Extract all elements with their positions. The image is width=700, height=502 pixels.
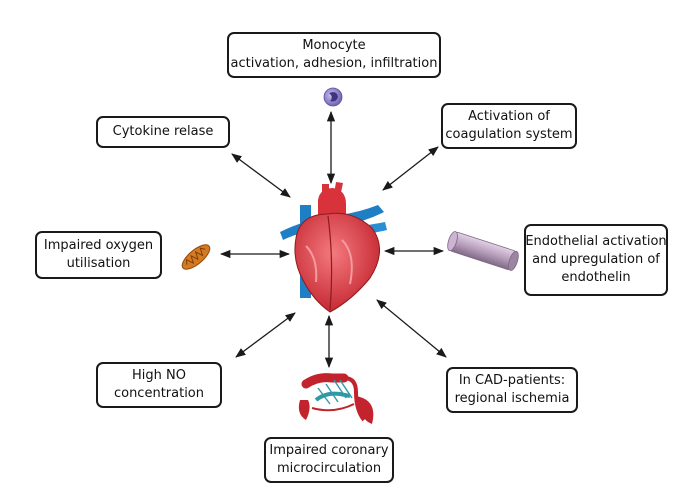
arrow-coagulation [382,146,439,191]
blood-vessel-icon [447,231,519,271]
box-cad-patients: In CAD-patients: regional ischemia [446,367,578,413]
arrows [219,110,447,369]
monocyte-line-1: Monocyte [302,38,366,53]
monocyte-icon [323,87,343,107]
cytokine-line-1: Cytokine relase [112,124,214,139]
endothelial-line-3: endothelin [561,270,631,285]
box-cytokine-release: Cytokine relase [96,116,230,148]
oxygen-line-2: utilisation [66,256,131,271]
cad-line-2: regional ischemia [454,391,570,406]
box-monocyte-activation: Monocyte activation, adhesion, infiltrat… [227,32,441,78]
cad-line-1: In CAD-patients: [458,373,566,388]
box-impaired-oxygen: Impaired oxygen utilisation [35,231,162,279]
no-line-2: concentration [113,386,205,401]
heart-icon [280,182,387,313]
oxygen-line-1: Impaired oxygen [43,238,154,253]
endothelial-line-1: Endothelial activation [525,234,667,249]
arrow-cad [376,299,447,358]
mitochondrion-icon [181,244,211,270]
coagulation-line-1: Activation of [468,109,550,124]
box-high-no: High NO concentration [96,362,222,408]
box-endothelial-activation: Endothelial activation and upregulation … [524,224,668,296]
endothelial-line-2: and upregulation of [532,252,660,267]
arrow-cytokine [231,153,291,198]
box-impaired-microcirculation: Impaired coronary microcirculation [264,437,394,483]
coagulation-line-2: coagulation system [445,127,573,142]
monocyte-line-2: activation, adhesion, infiltration [230,56,438,71]
no-line-1: High NO [132,368,186,383]
microcirculation-line-1: Impaired coronary [269,443,389,458]
arrow-no [235,312,296,358]
capillary-network-icon [298,373,374,424]
microcirculation-line-2: microcirculation [276,461,382,476]
box-coagulation: Activation of coagulation system [441,103,577,149]
